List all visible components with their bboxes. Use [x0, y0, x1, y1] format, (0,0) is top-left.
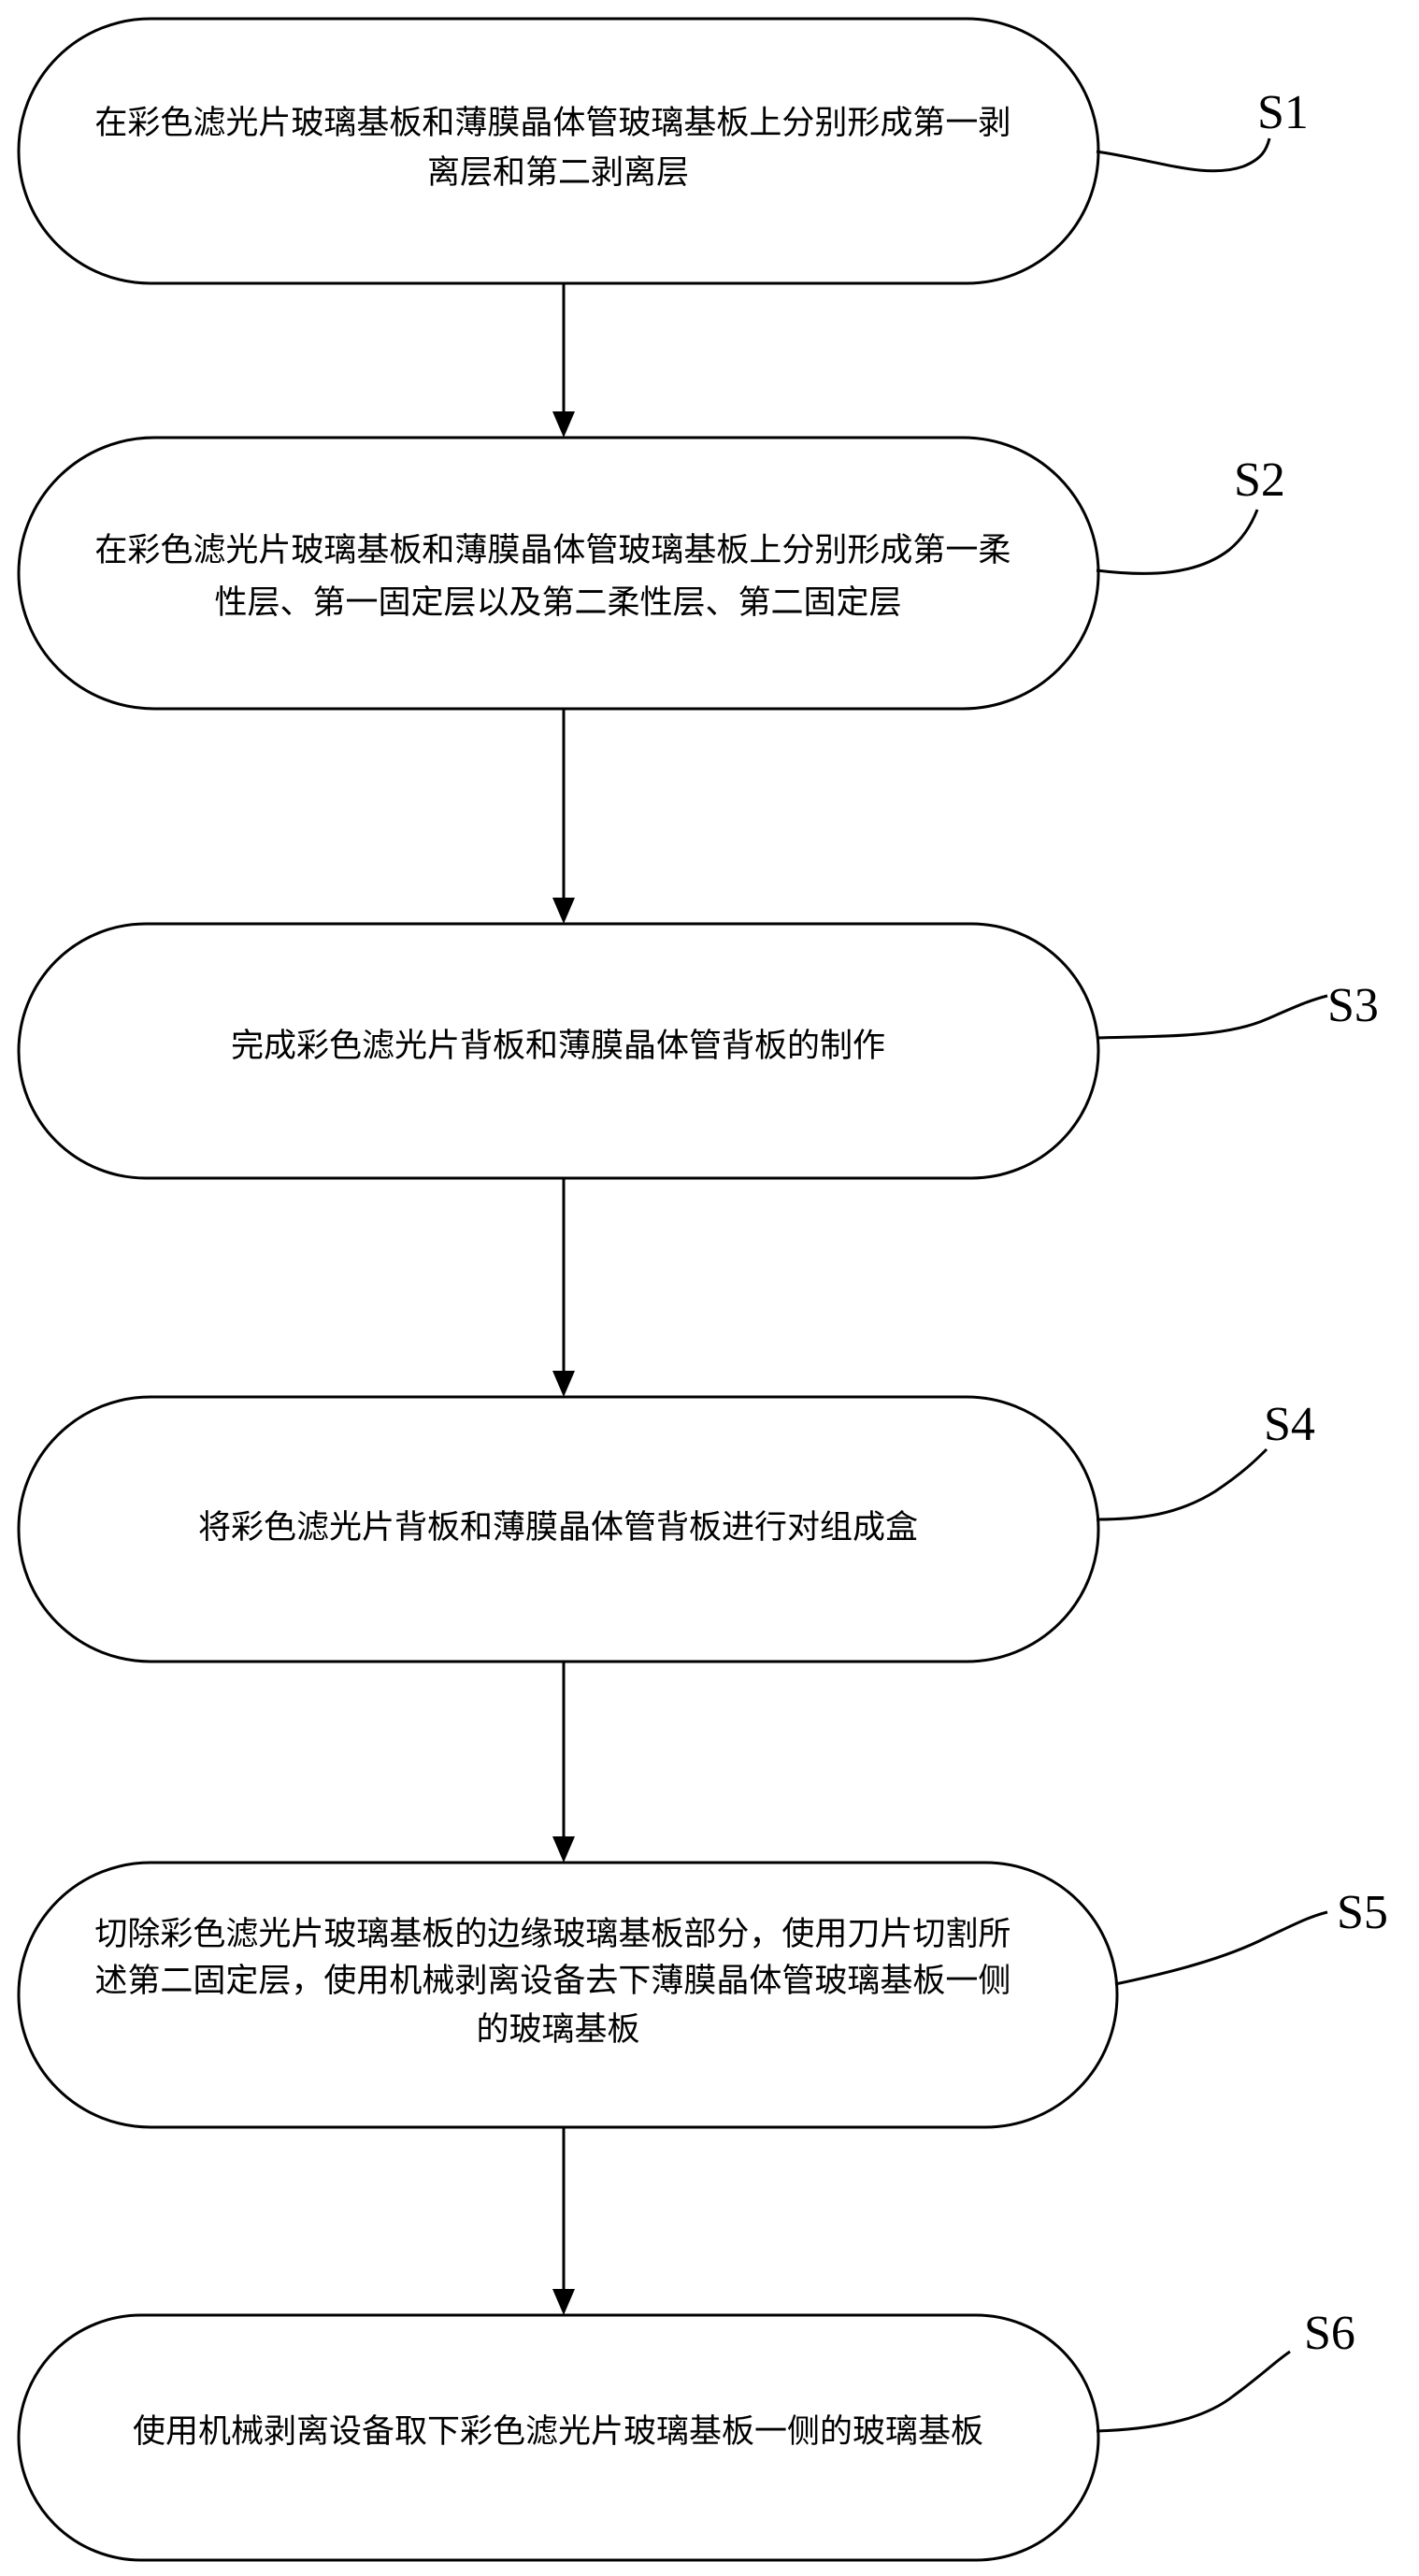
step-s1-leader	[1096, 137, 1271, 173]
step-s3-text: 完成彩色滤光片背板和薄膜晶体管背板的制作	[231, 1028, 885, 1065]
step-s2-text: 在彩色滤光片玻璃基板和薄膜晶体管玻璃基板上分别形成第一柔 性层、第一固定层以及第…	[94, 532, 1021, 622]
arrow-s2-s3	[552, 709, 575, 924]
step-s4-label: S4	[1264, 1398, 1315, 1451]
step-s6: 使用机械剥离设备取下彩色滤光片玻璃基板一侧的玻璃基板 S6	[17, 2307, 1355, 2562]
step-s4-leader	[1096, 1447, 1268, 1521]
step-s1: 在彩色滤光片玻璃基板和薄膜晶体管玻璃基板上分别形成第一剥 离层和第二剥离层 S1	[17, 17, 1309, 285]
step-s3-leader	[1096, 994, 1328, 1040]
step-s2-leader	[1096, 509, 1259, 575]
step-s5-leader	[1114, 1910, 1328, 1986]
step-s3-box	[17, 922, 1100, 1180]
step-s6-box	[17, 2313, 1100, 2562]
step-s1-label: S1	[1257, 86, 1309, 139]
step-s5-text: 切除彩色滤光片玻璃基板的边缘玻璃基板部分，使用刀片切割所 述第二固定层，使用机械…	[94, 1916, 1021, 2049]
step-s2-label: S2	[1234, 453, 1285, 507]
arrow-s5-s6	[552, 2127, 575, 2315]
step-s4-text: 将彩色滤光片背板和薄膜晶体管背板进行对组成盒	[198, 1509, 918, 1547]
arrow-s4-s5	[552, 1662, 575, 1863]
step-s3-label: S3	[1327, 979, 1379, 1032]
step-s5: 切除彩色滤光片玻璃基板的边缘玻璃基板部分，使用刀片切割所 述第二固定层，使用机械…	[17, 1861, 1388, 2129]
step-s3: 完成彩色滤光片背板和薄膜晶体管背板的制作 S3	[17, 922, 1379, 1180]
step-s4-box	[17, 1395, 1100, 1663]
arrow-s3-s4	[552, 1178, 575, 1397]
step-s2: 在彩色滤光片玻璃基板和薄膜晶体管玻璃基板上分别形成第一柔 性层、第一固定层以及第…	[17, 436, 1285, 711]
step-s6-label: S6	[1304, 2307, 1355, 2360]
step-s2-box	[17, 436, 1100, 711]
step-s1-text: 在彩色滤光片玻璃基板和薄膜晶体管玻璃基板上分别形成第一剥 离层和第二剥离层	[94, 105, 1021, 192]
step-s5-label: S5	[1337, 1886, 1388, 1939]
step-s6-text: 使用机械剥离设备取下彩色滤光片玻璃基板一侧的玻璃基板	[133, 2413, 983, 2451]
step-s1-box	[17, 17, 1100, 285]
step-s5-box	[17, 1861, 1119, 2129]
step-s6-leader	[1096, 2350, 1291, 2433]
arrow-s1-s2	[552, 283, 575, 438]
step-s4: 将彩色滤光片背板和薄膜晶体管背板进行对组成盒 S4	[17, 1395, 1315, 1663]
